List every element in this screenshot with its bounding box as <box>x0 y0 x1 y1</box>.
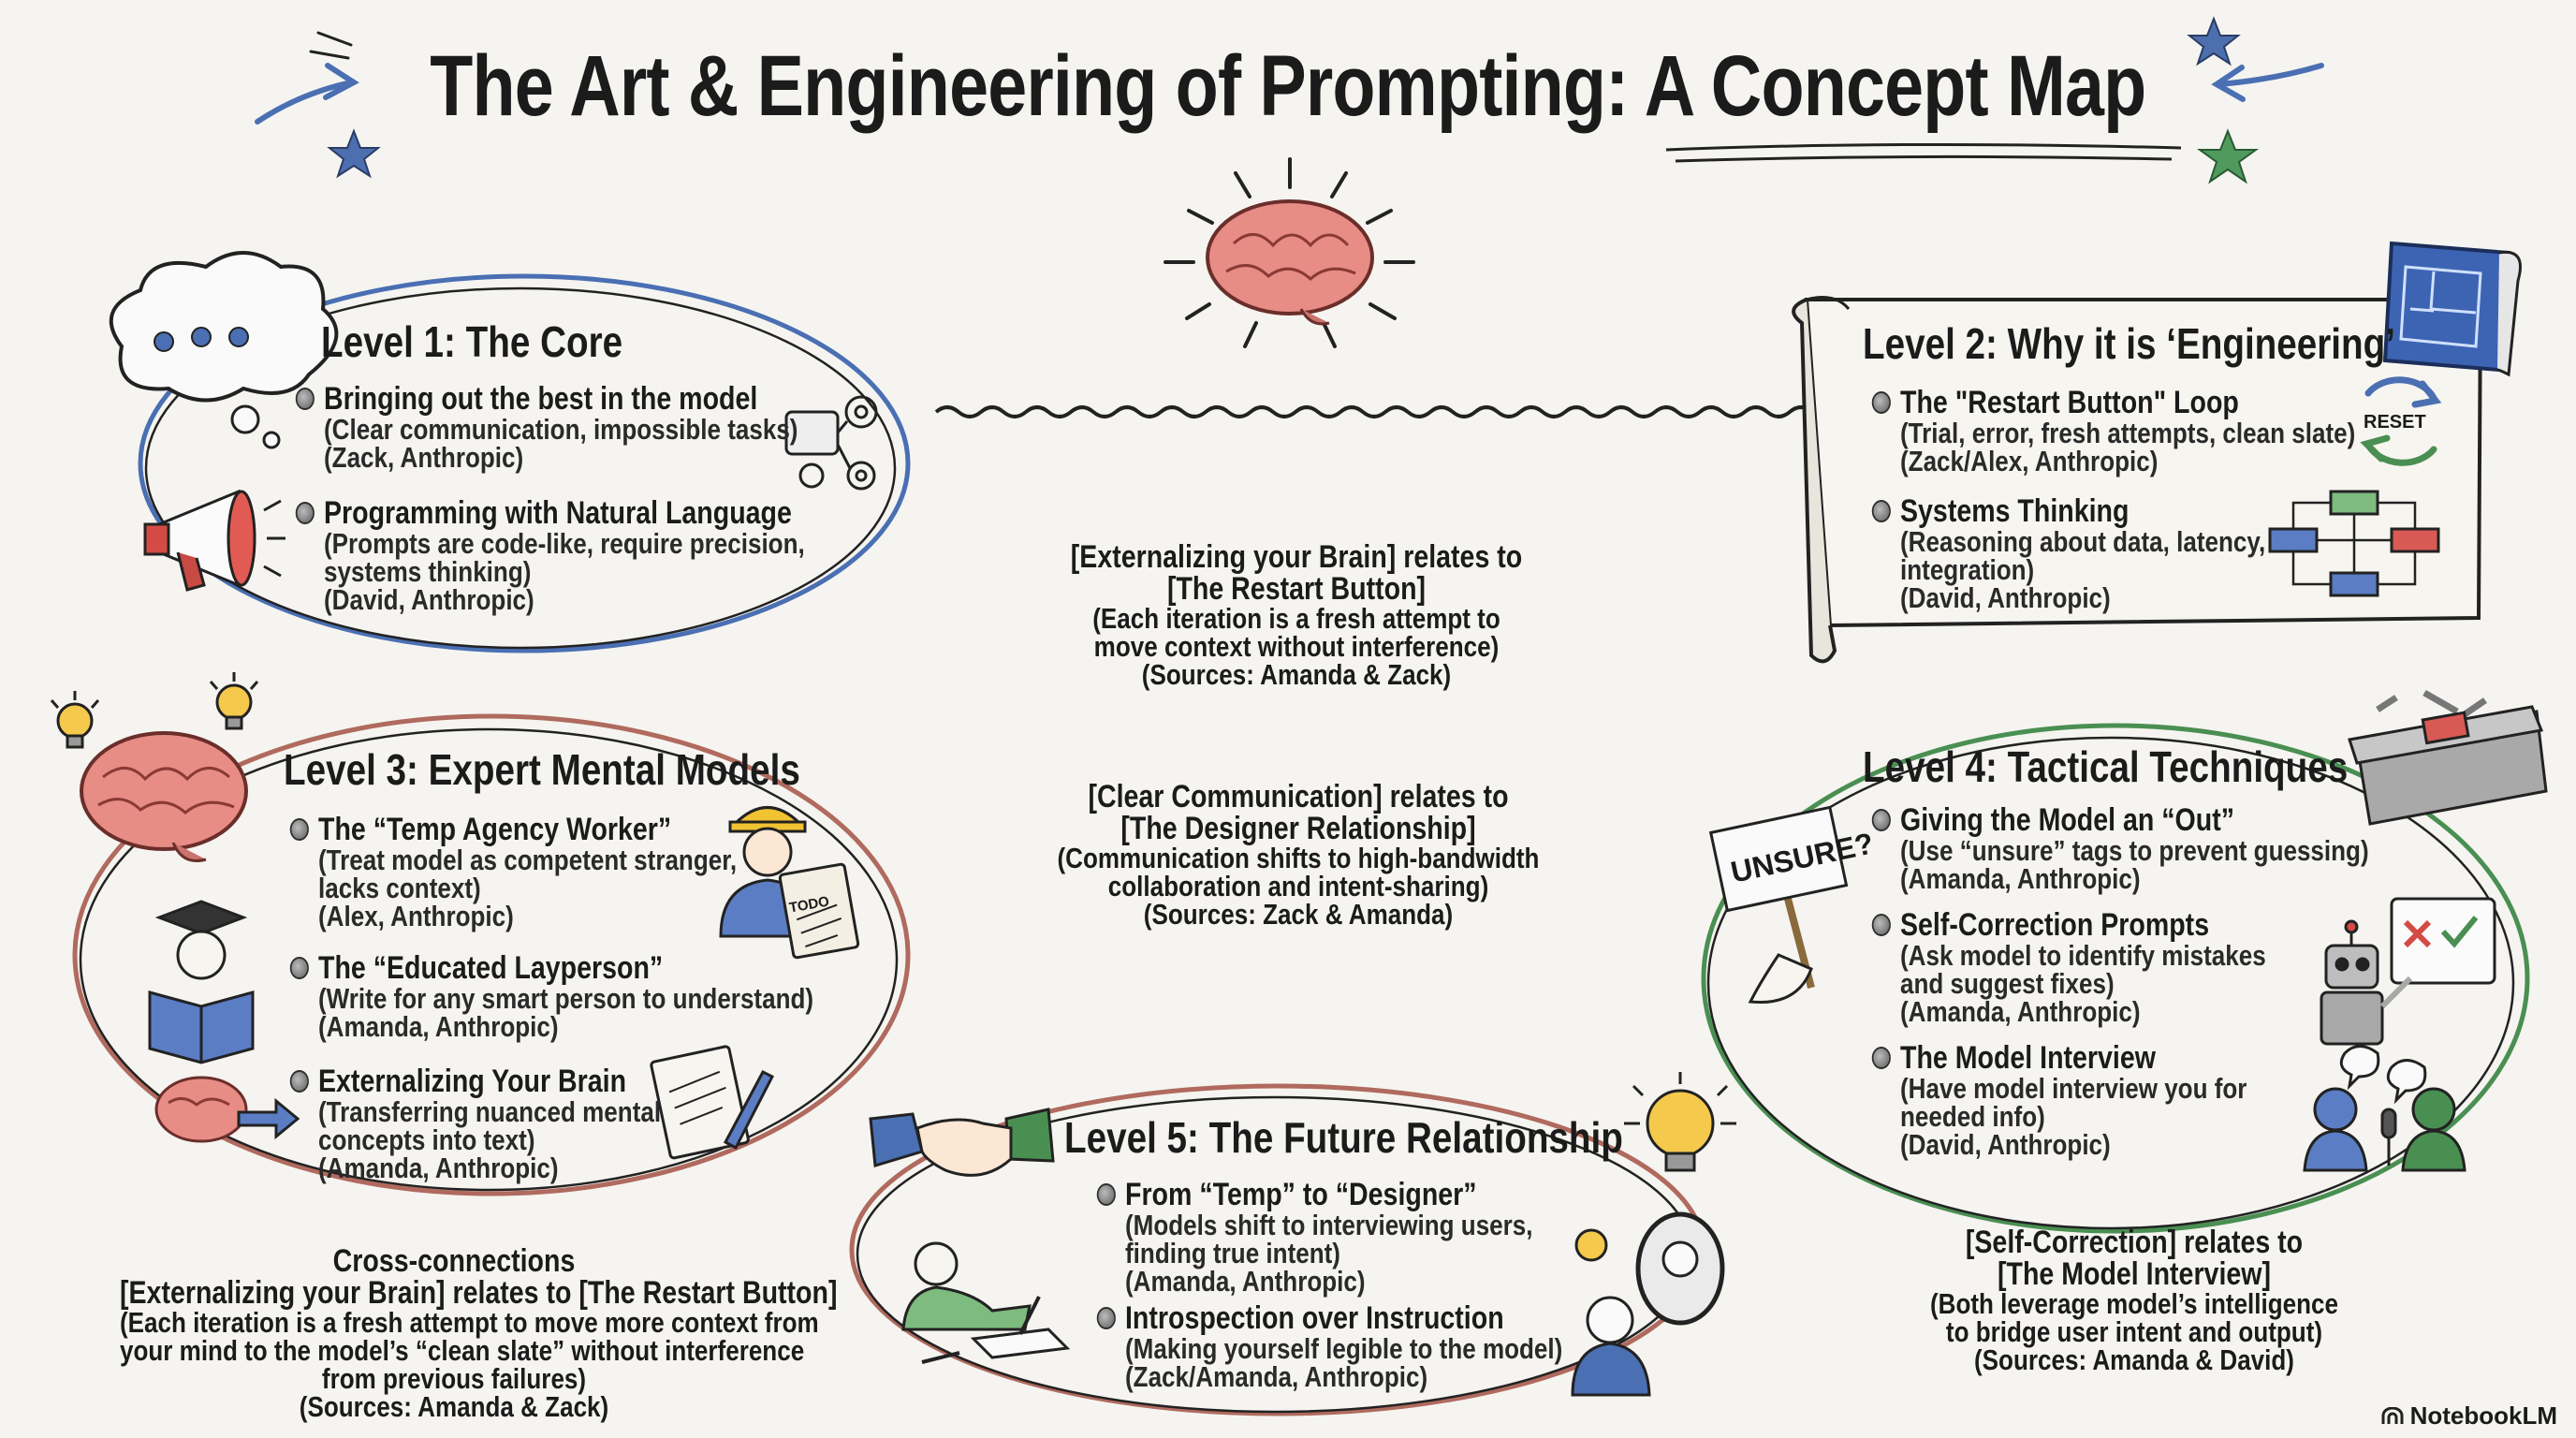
level3-item-temp: The “Temp Agency Worker” (Treat model as… <box>289 812 738 932</box>
level4-outline <box>1701 723 2530 1234</box>
level1-item-programming: Programming with Natural Language (Promp… <box>295 495 805 616</box>
level2-item-restart: The "Restart Button" Loop (Trial, error,… <box>1871 385 2356 477</box>
title-arrow-right-icon <box>2211 63 2324 102</box>
star-icon <box>327 128 381 179</box>
level3-item-layperson: The “Educated Layperson” (Write for any … <box>289 950 814 1043</box>
level5-heading: Level 5: The Future Relationship <box>1064 1113 1623 1162</box>
toolbox-icon <box>2348 689 2548 826</box>
relation-externalizing-restart: [Externalizing your Brain] relates to [T… <box>1070 539 1523 691</box>
clipboard-icon <box>778 862 860 960</box>
level4-item-selfcorrection: Self-Correction Prompts (Ask model to id… <box>1871 907 2266 1028</box>
level5-item-introspection: Introspection over Instruction (Making y… <box>1096 1300 1563 1393</box>
level1-item-best: Bringing out the best in the model (Clea… <box>295 381 798 474</box>
lightbulb-icon <box>50 691 100 749</box>
level4-heading: Level 4: Tactical Techniques <box>1863 742 2349 791</box>
mirror-reflection-icon <box>1571 1211 1725 1397</box>
wavy-divider <box>934 405 1926 418</box>
reset-label: RESET <box>2364 412 2426 433</box>
level1-heading: Level 1: The Core <box>321 317 623 366</box>
brain-icon <box>1164 157 1415 348</box>
level2-heading: Level 2: Why it is ‘Engineering’ <box>1863 319 2395 368</box>
level1-outline <box>138 273 911 653</box>
handshake-icon <box>869 1108 1055 1177</box>
level4-outline-sketch <box>1706 736 2515 1230</box>
level1-outline-sketch <box>144 286 897 650</box>
brain-arrow-icon <box>154 1076 300 1143</box>
level3-outline-sketch <box>79 727 899 1192</box>
level3-item-externalizing: Externalizing Your Brain (Transferring n… <box>289 1064 662 1184</box>
thought-bubble-icon <box>109 251 339 449</box>
footer-brand: NotebookLM <box>2380 1401 2557 1431</box>
star-icon <box>2187 16 2241 66</box>
robot-checklist-icon <box>2320 897 2496 1046</box>
notepad-pen-icon <box>650 1045 775 1160</box>
level5-item-designer: From “Temp” to “Designer” (Models shift … <box>1096 1177 1533 1298</box>
page-title: The Art & Engineering of Prompting: A Co… <box>430 38 2146 134</box>
brain-icon <box>80 731 248 862</box>
level2-item-systems: Systems Thinking (Reasoning about data, … <box>1871 493 2266 614</box>
gears-icon <box>784 395 878 491</box>
relation-communication-designer: [Clear Communication] relates to [The De… <box>1057 779 1540 931</box>
level4-item-out: Giving the Model an “Out” (Use “unsure” … <box>1871 802 2369 895</box>
interview-icon <box>2303 1045 2466 1172</box>
relation-selfcorrection-interview: [Self-Correction] relates to [The Model … <box>1929 1225 2339 1376</box>
blueprint-icon <box>2382 241 2522 377</box>
title-underline <box>1665 142 2182 163</box>
flowchart-icon <box>2268 490 2440 597</box>
lightbulb-icon <box>209 672 259 730</box>
level4-item-interview: The Model Interview (Have model intervie… <box>1871 1040 2247 1161</box>
writer-at-desk-icon <box>901 1241 1071 1364</box>
star-icon <box>2196 128 2260 184</box>
unsure-sign-icon <box>1708 805 1849 1005</box>
title-arrow-left-icon <box>255 31 359 125</box>
level3-heading: Level 3: Expert Mental Models <box>284 745 800 794</box>
notebooklm-logo-icon <box>2381 1406 2404 1424</box>
reset-cycle-icon <box>2360 376 2442 466</box>
level3-outline <box>72 713 911 1196</box>
graduate-reader-icon <box>148 900 255 1064</box>
footer-brand-label: NotebookLM <box>2409 1401 2557 1430</box>
cross-connections: Cross-connections [Externalizing your Br… <box>120 1243 838 1423</box>
lightbulb-icon <box>1624 1072 1736 1172</box>
megaphone-icon <box>143 489 285 592</box>
